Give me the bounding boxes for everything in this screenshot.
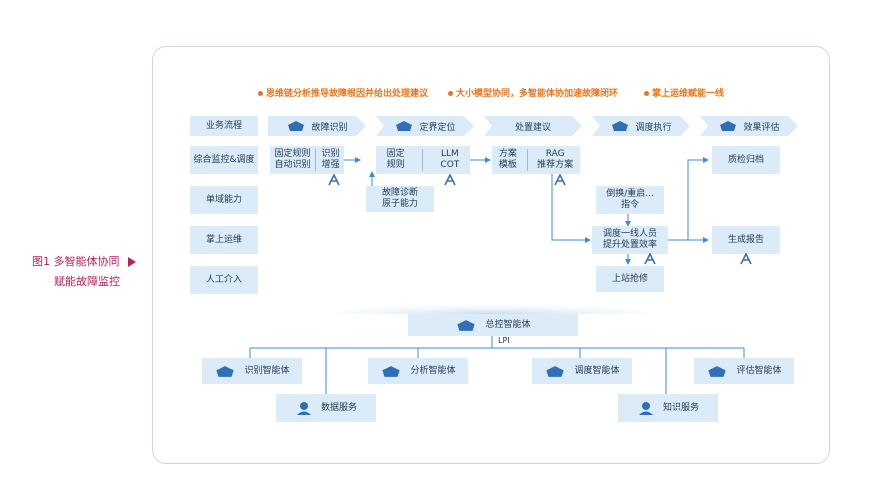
service-knowledge: 知识服务 bbox=[618, 394, 718, 422]
ai-logo-icon bbox=[740, 253, 752, 265]
master-agent: 总控智能体 bbox=[408, 314, 578, 336]
identify-enhance: 识别 增强 bbox=[321, 149, 340, 170]
service-icon bbox=[638, 402, 653, 415]
dispatch-switch: 倒换/重启... 指令 bbox=[596, 186, 664, 214]
highlight-1: 思维链分析推导故障根因并给出处理建议 bbox=[258, 86, 428, 99]
suggest-template: 方案 模板 bbox=[498, 149, 517, 170]
highlight-3: 掌上运维赋能一线 bbox=[644, 86, 724, 99]
agent-dispatch: 调度智能体 bbox=[532, 358, 632, 384]
dispatch-staff: 调度一线人员 提升处置效率 bbox=[592, 226, 668, 254]
identify-block: 固定规则 自动识别 识别 增强 bbox=[270, 146, 344, 174]
step-dispatch: 调度执行 bbox=[592, 116, 690, 136]
evaluate-archive: 质检归档 bbox=[712, 146, 780, 174]
dispatch-repair: 上站抢修 bbox=[596, 266, 664, 292]
ai-logo-icon bbox=[444, 174, 456, 186]
agent-evaluate: 评估智能体 bbox=[694, 358, 794, 384]
business-monitor: 综合监控&调度 bbox=[190, 146, 258, 174]
identify-rule: 固定规则 自动识别 bbox=[274, 149, 311, 170]
agent-icon bbox=[720, 121, 737, 131]
diagnosis-atom: 故障诊断 原子能力 bbox=[366, 186, 434, 212]
agent-icon bbox=[288, 121, 305, 131]
suggest-rag: RAG 推荐方案 bbox=[537, 149, 574, 170]
agent-icon bbox=[396, 121, 413, 131]
agent-icon bbox=[546, 365, 565, 377]
service-data: 数据服务 bbox=[276, 394, 376, 422]
service-icon bbox=[296, 402, 311, 415]
highlight-2: 大小模型协同，多智能体协加速故障闭环 bbox=[448, 86, 618, 99]
lpi-label: LPI bbox=[498, 336, 510, 345]
agent-icon bbox=[382, 365, 401, 377]
locate-rule: 固定 规则 bbox=[386, 149, 405, 170]
step-evaluate: 效果评估 bbox=[700, 116, 798, 136]
business-mobile: 掌上运维 bbox=[190, 226, 258, 254]
step-suggest: 处置建议 bbox=[484, 116, 582, 136]
agent-icon bbox=[457, 319, 476, 331]
agent-icon bbox=[612, 121, 629, 131]
ai-logo-icon bbox=[554, 174, 566, 186]
ai-logo-icon bbox=[644, 253, 656, 265]
caption-line-2: 赋能故障监控 bbox=[54, 275, 120, 288]
locate-llm: LLM COT bbox=[440, 149, 460, 170]
caption-arrow-icon bbox=[127, 257, 136, 267]
caption-line-1: 图1 多智能体协同 bbox=[32, 255, 120, 268]
business-manual: 人工介入 bbox=[190, 266, 258, 294]
step-identify: 故障识别 bbox=[268, 116, 366, 136]
agent-identify: 识别智能体 bbox=[202, 358, 302, 384]
ai-logo-icon bbox=[328, 174, 340, 186]
agent-icon bbox=[216, 365, 235, 377]
agent-analyze: 分析智能体 bbox=[368, 358, 468, 384]
agent-icon bbox=[708, 365, 727, 377]
step-locate: 定界定位 bbox=[376, 116, 474, 136]
suggest-block: 方案 模板 RAG 推荐方案 bbox=[492, 146, 580, 174]
business-domain: 单域能力 bbox=[190, 186, 258, 214]
business-flow: 业务流程 bbox=[190, 116, 258, 136]
figure-caption: 图1 多智能体协同 赋能故障监控 bbox=[32, 252, 136, 292]
evaluate-report: 生成报告 bbox=[712, 226, 780, 254]
locate-block: 固定 规则 LLM COT bbox=[376, 146, 470, 174]
